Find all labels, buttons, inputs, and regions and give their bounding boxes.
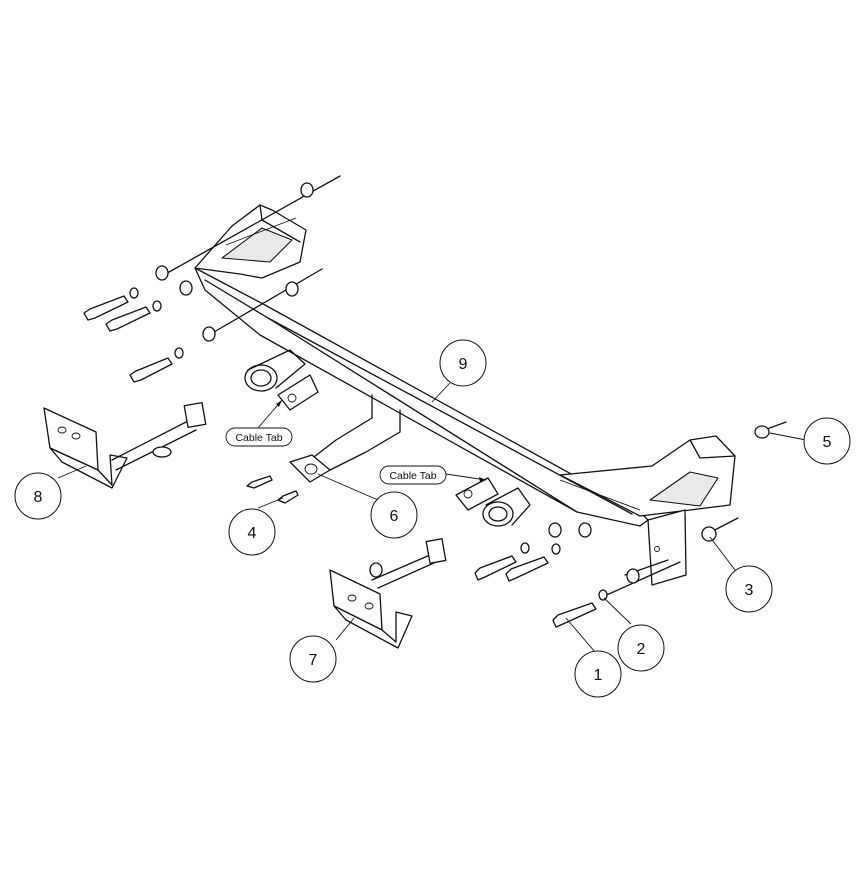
- callout-4: 4: [228, 508, 276, 556]
- callout-6-label: 6: [390, 508, 399, 525]
- bolt-part-1: [552, 602, 597, 628]
- callout-3: 3: [725, 565, 773, 613]
- washer-part-5: [754, 425, 770, 439]
- callout-7-label: 7: [309, 652, 318, 669]
- bracket-part-7: [329, 538, 447, 649]
- callout-1: 1: [574, 650, 622, 698]
- main-crossbar: [161, 175, 787, 599]
- bolt-left-1: [83, 295, 129, 321]
- callout-1-label: 1: [594, 667, 603, 684]
- callout-8-label: 8: [34, 489, 43, 506]
- spacer-plate-part-6: [289, 454, 331, 483]
- cable-tab-label-left: Cable Tab: [225, 399, 293, 447]
- callout-2-label: 2: [637, 641, 646, 658]
- bracket-part-8: [43, 401, 207, 489]
- cable-tab-left-text: Cable Tab: [235, 432, 282, 444]
- callout-5: 5: [803, 417, 851, 465]
- callout-4-label: 4: [248, 525, 257, 542]
- callout-9: 9: [439, 339, 487, 387]
- callout-6: 6: [370, 491, 418, 539]
- lock-washer-part-2: [598, 589, 608, 601]
- cable-tab-right-text: Cable Tab: [389, 470, 436, 482]
- screw-part-4b: [277, 490, 299, 504]
- callout-9-label: 9: [459, 356, 468, 373]
- screw-part-4a: [246, 475, 273, 489]
- callout-2: 2: [617, 624, 665, 672]
- washer-top-left: [300, 182, 314, 198]
- cable-tab-label-right: Cable Tab: [379, 465, 487, 485]
- callout-leaders: [57, 382, 807, 653]
- callout-3-label: 3: [745, 582, 754, 599]
- callout-8: 8: [14, 472, 62, 520]
- callout-7: 7: [289, 635, 337, 683]
- washer-part-3: [701, 526, 717, 542]
- callout-5-label: 5: [823, 434, 832, 451]
